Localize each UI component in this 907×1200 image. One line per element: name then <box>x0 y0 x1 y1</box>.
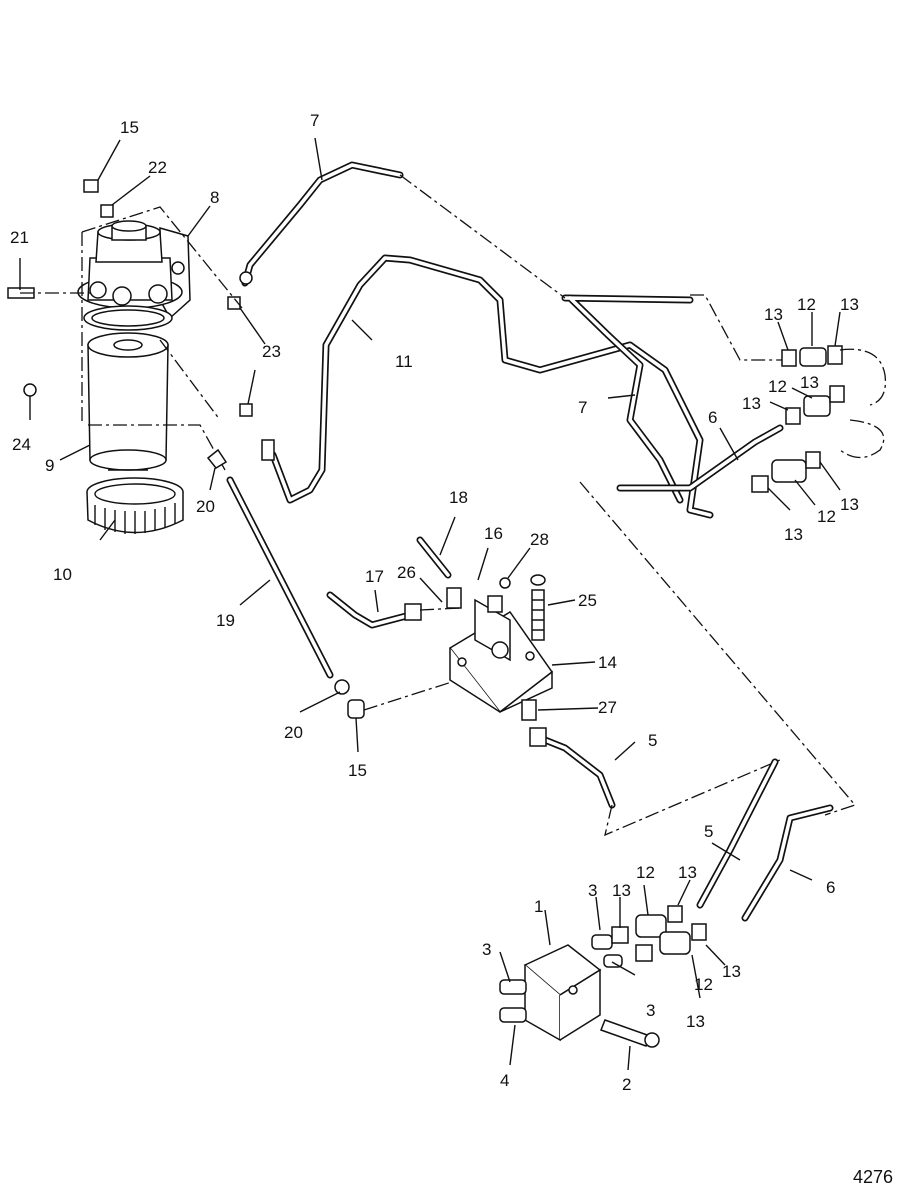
callout-12-d: 12 <box>636 863 655 882</box>
callout-3-right: 3 <box>646 1001 655 1020</box>
callout-13-d: 13 <box>742 394 761 413</box>
callout-11: 11 <box>395 352 413 371</box>
callout-16: 16 <box>484 524 503 543</box>
callout-12-c: 12 <box>817 507 836 526</box>
callout-13-c: 13 <box>800 373 819 392</box>
callout-4: 4 <box>500 1071 509 1090</box>
callout-12-b: 12 <box>768 377 787 396</box>
callout-13-e: 13 <box>784 525 803 544</box>
hose-clamp-group-right <box>579 345 887 816</box>
fuel-filter-assembly <box>7 179 253 534</box>
callout-5-lower: 5 <box>704 822 713 841</box>
callout-19: 19 <box>216 611 235 630</box>
callout-15-top: 15 <box>120 118 139 137</box>
callout-7-top: 7 <box>310 111 319 130</box>
block-assembly-1 <box>499 905 707 1048</box>
callout-23-upper: 23 <box>262 342 281 361</box>
callout-13-h: 13 <box>678 863 697 882</box>
callout-13-b: 13 <box>840 295 859 314</box>
callout-18: 18 <box>449 488 468 507</box>
callout-28: 28 <box>530 530 549 549</box>
callout-1: 1 <box>534 897 543 916</box>
callout-20-lower: 20 <box>284 723 303 742</box>
figure-number: 4276 <box>852 1167 893 1187</box>
callout-27: 27 <box>598 698 617 717</box>
callout-14: 14 <box>598 653 617 672</box>
callout-25: 25 <box>578 591 597 610</box>
callout-8: 8 <box>210 188 219 207</box>
callout-21: 21 <box>10 228 29 247</box>
callout-22: 22 <box>148 158 167 177</box>
callout-17: 17 <box>365 567 384 586</box>
callout-7-right: 7 <box>578 398 587 417</box>
callout-12-a: 12 <box>797 295 816 314</box>
callout-26: 26 <box>397 563 416 582</box>
fuel-lines-upper <box>239 161 790 519</box>
callout-13-g: 13 <box>612 881 631 900</box>
callout-12-e: 12 <box>694 975 713 994</box>
leader-lines <box>19 137 841 1071</box>
fuel-lines-lower <box>696 758 834 922</box>
callout-20-upper: 20 <box>196 497 215 516</box>
hose-19 <box>206 448 459 719</box>
callout-5-mid: 5 <box>648 731 657 750</box>
callout-3-left: 3 <box>482 940 491 959</box>
callouts: 15 22 21 8 7 11 23 23 24 9 10 20 19 20 1… <box>10 111 859 1094</box>
callout-13-j: 13 <box>686 1012 705 1031</box>
callout-6-lower: 6 <box>826 878 835 897</box>
callout-24: 24 <box>12 435 31 454</box>
callout-2: 2 <box>622 1075 631 1094</box>
callout-6-upper: 6 <box>708 408 717 427</box>
callout-13-a: 13 <box>764 305 783 324</box>
callout-9: 9 <box>45 456 54 475</box>
distribution-block-14 <box>326 536 781 837</box>
callout-13-f: 13 <box>840 495 859 514</box>
callout-10: 10 <box>53 565 72 584</box>
callout-3-top: 3 <box>588 881 597 900</box>
callout-13-i: 13 <box>722 962 741 981</box>
callout-15-lower: 15 <box>348 761 367 780</box>
